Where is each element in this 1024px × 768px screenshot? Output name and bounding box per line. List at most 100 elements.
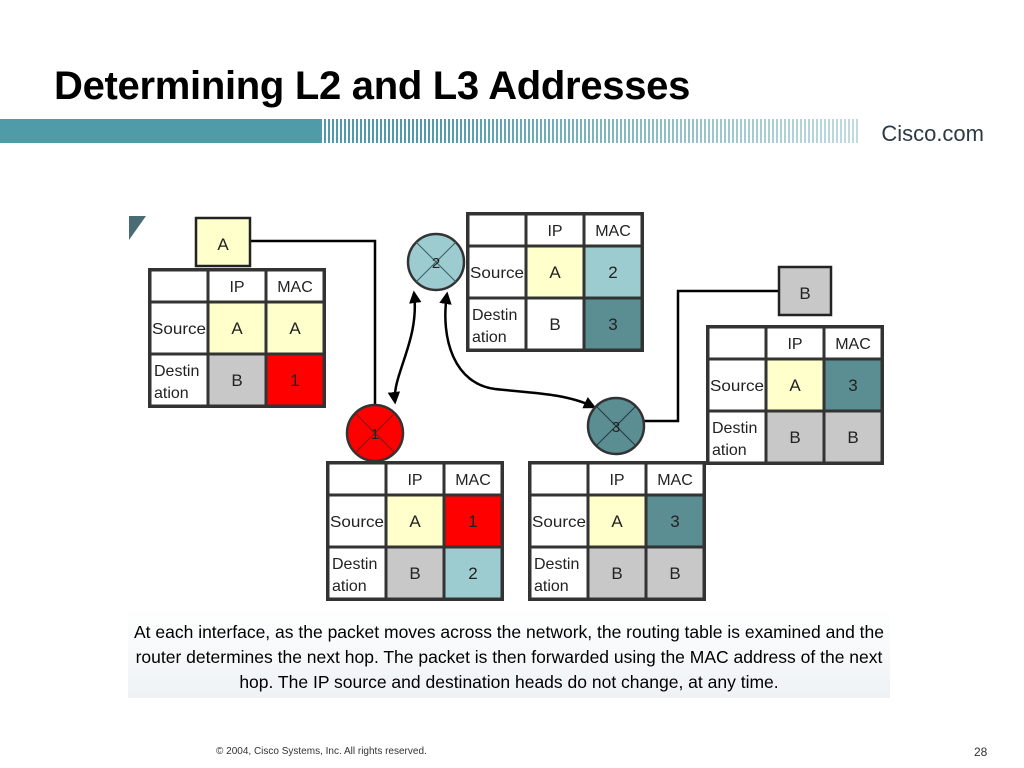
row-label-line-2: ation [534,578,569,595]
host-a[interactable]: A [194,216,252,268]
corner-mark [129,216,146,240]
title-bar-solid [0,119,320,143]
ip-cell [209,303,265,353]
row-label: Source [532,514,586,531]
router-3-label: 3 [612,419,620,436]
link-router-1-router-2 [387,290,422,405]
header-mac: MAC [835,336,871,353]
page-number: 28 [974,745,988,759]
header-mac: MAC [657,472,693,489]
router-1-cross [354,412,396,454]
mac-cell [825,412,881,462]
row-label-cell [531,548,587,598]
header-cell [267,271,323,301]
ip-value: B [789,428,800,447]
router-2[interactable]: 2 [406,232,466,292]
header-ip: IP [787,336,802,353]
row-label-cell [469,247,525,297]
mac-cell [445,496,501,546]
header-ip: IP [609,472,624,489]
header-mac: MAC [277,279,313,296]
row-label: Source [152,321,206,338]
mac-value: 1 [468,512,477,531]
mac-cell [585,247,641,297]
row-label-line-1: Destin [534,556,579,573]
header-ip: IP [407,472,422,489]
ip-value: A [231,319,243,338]
mac-value: 2 [468,564,477,583]
row-label-cell [151,303,207,353]
mac-cell [585,299,641,349]
row-label-line-1: Destin [332,556,377,573]
row-label-cell [329,496,385,546]
header-cell [767,328,823,358]
link-host-a-router-1 [251,239,377,412]
row-label-cell [469,299,525,349]
mac-value: B [669,564,680,583]
mac-cell [647,496,703,546]
row-label-line-2: ation [712,442,747,459]
router-1-label: 1 [371,426,379,443]
mac-cell [647,548,703,598]
mac-value: 3 [608,315,617,334]
header-mac: MAC [455,472,491,489]
host-b[interactable]: B [777,265,833,317]
host-b-label: B [799,284,810,303]
slide-caption: At each interface, as the packet moves a… [128,608,890,698]
router-1[interactable]: 1 [345,403,405,463]
row-label-line-1: Destin [472,307,517,324]
brand-logo[interactable]: Cisco.com [881,121,984,146]
mac-value: 3 [670,512,679,531]
mac-cell [267,303,323,353]
ip-cell [589,496,645,546]
row-label-line-1: Destin [712,420,757,437]
mac-value: 1 [290,371,299,390]
router-2-label: 2 [432,255,440,272]
row-label-line-2: ation [332,578,367,595]
ip-value: A [549,263,561,282]
slide-title: Determining L2 and L3 Addresses [54,64,691,108]
header-cell [709,328,765,358]
network-links [251,239,779,423]
ip-value: B [409,564,420,583]
header-cell [209,271,265,301]
ip-value: B [231,371,242,390]
mac-value: 3 [848,376,857,395]
router-3-cross [595,405,637,447]
link-router-2-router-3 [439,291,597,409]
ip-cell [527,247,583,297]
ip-cell [387,496,443,546]
header-ip: IP [229,279,244,296]
mac-value: 2 [608,263,617,282]
row-label: Source [470,265,524,282]
row-label: Source [710,378,764,395]
row-label-cell [709,412,765,462]
header-cell [825,328,881,358]
header-cell [387,464,443,494]
row-label-cell [329,548,385,598]
row-label-line-2: ation [472,329,507,346]
row-label-cell [709,360,765,410]
ip-value: A [409,512,421,531]
ip-cell [527,299,583,349]
header-mac: MAC [595,223,631,240]
row-label-cell [151,355,207,405]
header-ip: IP [547,223,562,240]
header-cell [151,271,207,301]
mac-cell [445,548,501,598]
header-cell [469,215,525,245]
header-cell [647,464,703,494]
ip-cell [767,360,823,410]
router-3[interactable]: 3 [586,396,646,456]
mac-cell [267,355,323,405]
mac-cell [825,360,881,410]
header-cell [527,215,583,245]
header-cell [329,464,385,494]
header-cell [585,215,641,245]
